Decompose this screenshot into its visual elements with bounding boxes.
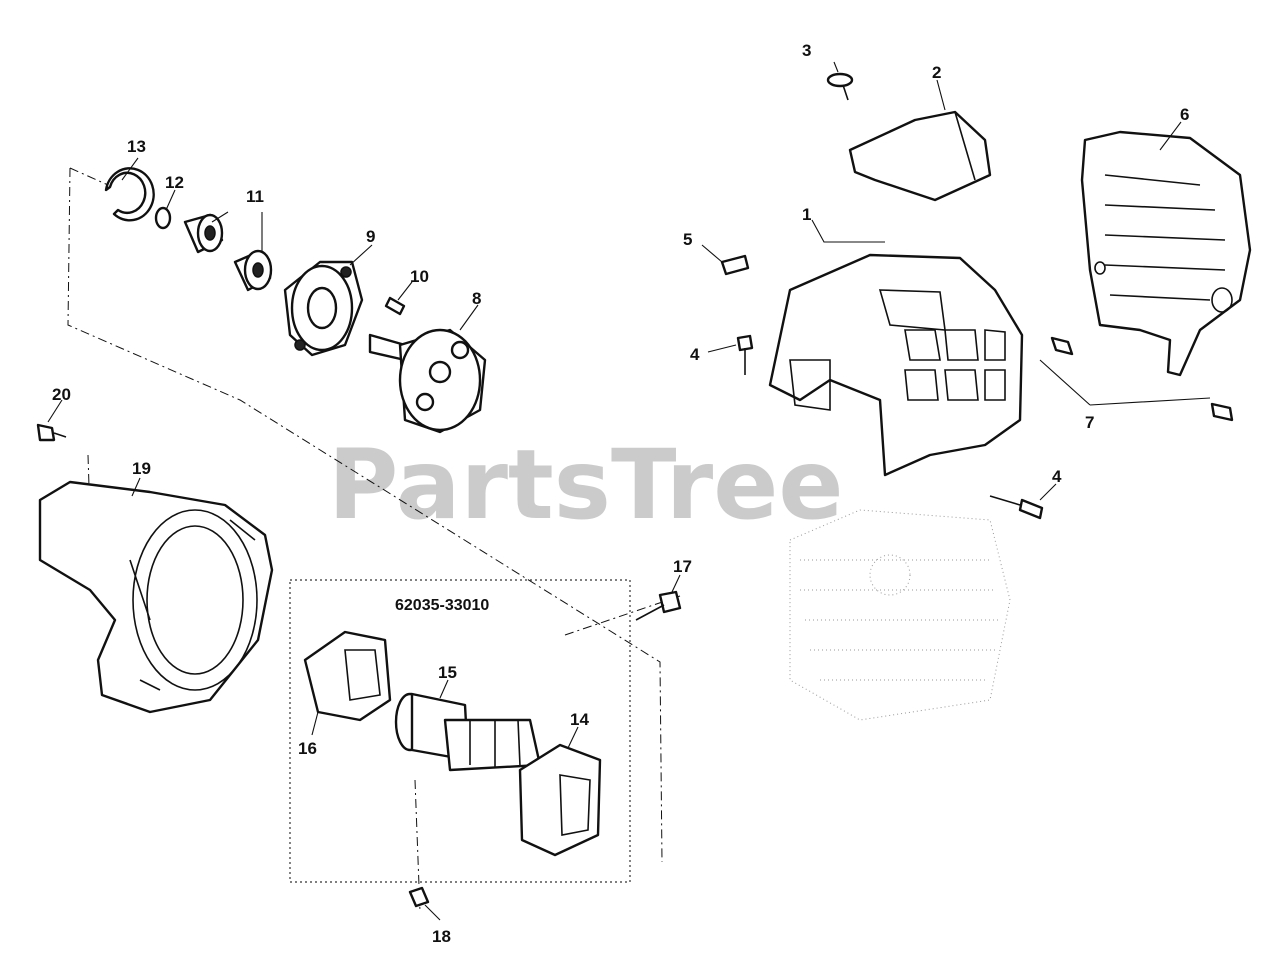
part-13-snap-ring: [104, 167, 155, 222]
callout-2: 2: [932, 63, 941, 82]
watermark-logo: PartsTree: [328, 429, 843, 541]
ghost-engine: [789, 509, 1011, 721]
callout-8: 8: [472, 289, 481, 308]
part-3-clip: [826, 72, 854, 101]
callout-9: 9: [366, 227, 375, 246]
callout-17: 17: [673, 557, 692, 576]
part-11-bearing-b: [233, 249, 273, 292]
kit-number-label: 62035-33010: [395, 597, 489, 614]
leader-lines: [47, 61, 1211, 921]
part-7-screw-right: [1210, 402, 1234, 422]
part-18-clip: [408, 886, 430, 908]
callout-19: 19: [132, 459, 151, 478]
part-9-clutch-plate: [283, 260, 364, 357]
part-12-o-ring: [154, 206, 172, 230]
part-5-label: [720, 254, 750, 276]
part-19-fan-housing: [38, 480, 274, 714]
callout-5: 5: [683, 230, 692, 249]
part-8-clutch-drum: [368, 328, 487, 434]
part-17-bolt: [635, 590, 682, 621]
callout-14: 14: [570, 710, 589, 729]
callout-3: 3: [802, 41, 811, 60]
callout-13: 13: [127, 137, 146, 156]
part-15-sleeve: [394, 692, 542, 772]
callout-11: 11: [246, 187, 264, 206]
callout-4-upper: 4: [690, 345, 700, 364]
part-4-screw-upper: [736, 334, 754, 375]
part-20-bolt: [36, 423, 67, 442]
part-16-half-shell: [303, 630, 392, 722]
callout-20: 20: [52, 385, 71, 404]
part-1-main-cover: [768, 253, 1024, 477]
part-7-screw-left: [1050, 336, 1074, 356]
callout-6: 6: [1180, 105, 1189, 124]
part-4-screw-lower: [989, 495, 1044, 520]
callout-18: 18: [432, 927, 451, 946]
callout-7: 7: [1085, 413, 1094, 432]
callout-labels: 1 2 3 4 4 5 6 7 8 9 10 11 12 13 14 15 16…: [52, 41, 1189, 946]
part-10-bolt: [384, 296, 406, 316]
callout-1: 1: [802, 205, 811, 224]
callout-10: 10: [410, 267, 429, 286]
callout-16: 16: [298, 739, 317, 758]
part-6-side-shroud: [1080, 130, 1252, 377]
callout-15: 15: [438, 663, 457, 682]
part-2-top-cap: [848, 110, 992, 202]
callout-4-lower: 4: [1052, 467, 1062, 486]
callout-12: 12: [165, 173, 184, 192]
part-14-half-shell: [518, 743, 602, 857]
kit-box: 62035-33010: [289, 579, 631, 883]
part-11-bearing-a: [183, 213, 224, 254]
